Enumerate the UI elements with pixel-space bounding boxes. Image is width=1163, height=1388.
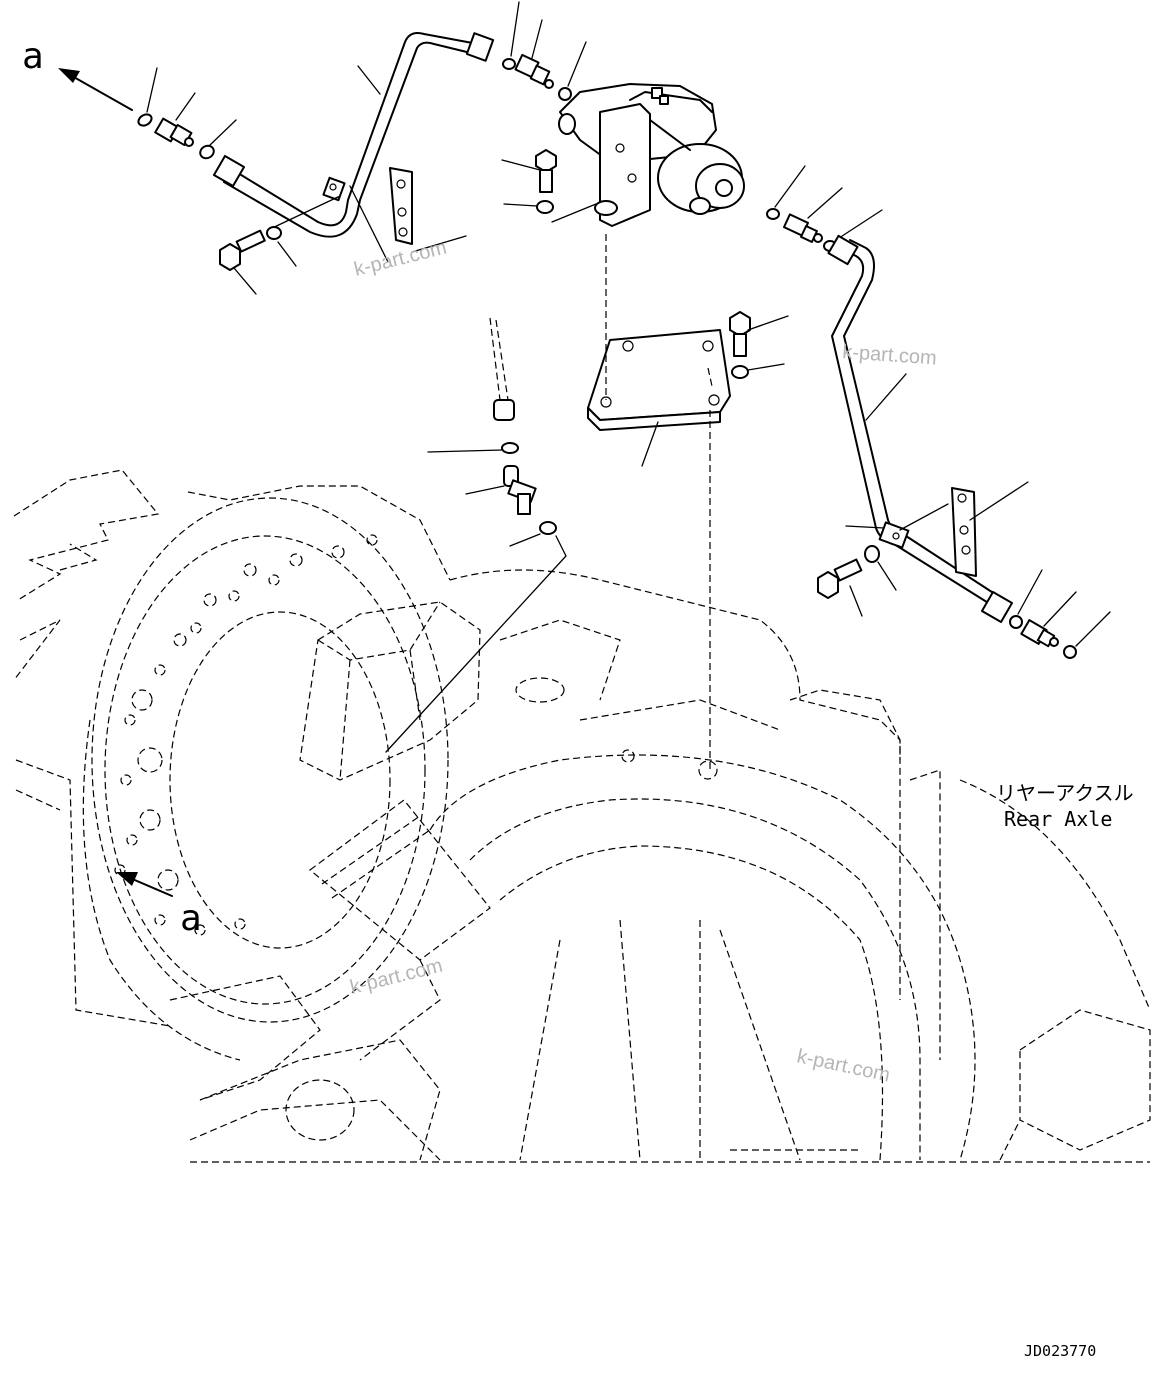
watermark-3: k-part.com xyxy=(348,955,445,999)
drawing-number: JD023770 xyxy=(1024,1342,1096,1360)
ref-letter-bottom: a xyxy=(180,898,202,939)
o-ring-left-2 xyxy=(199,144,215,160)
bolt-valve xyxy=(501,149,597,223)
assembly-label-jp: リヤーアクスル xyxy=(996,781,1134,805)
rear-axle-housing xyxy=(13,469,1151,1163)
right-end-fittings xyxy=(1009,569,1111,659)
reference-arrow-bottom: a xyxy=(116,872,202,939)
bolt-right xyxy=(817,545,897,617)
grease-line xyxy=(385,317,567,753)
o-ring-grease-2 xyxy=(539,521,557,535)
o-ring-right-1 xyxy=(766,208,780,220)
clamp-left xyxy=(267,167,467,263)
disc-holes xyxy=(114,534,378,936)
washer-valve xyxy=(536,200,554,214)
o-ring-left-1 xyxy=(137,113,153,127)
reference-arrow-top: a xyxy=(22,36,133,111)
tube-nut-right-top xyxy=(827,234,859,266)
right-fittings xyxy=(766,165,883,252)
o-ring-top-1 xyxy=(502,58,516,70)
top-fittings xyxy=(502,1,587,101)
washer-right xyxy=(864,545,880,563)
left-brake-tube xyxy=(212,32,495,238)
elbow-fitting-left xyxy=(154,117,194,147)
bolt-plate xyxy=(729,311,789,379)
o-ring-grease-1 xyxy=(501,442,519,454)
clamp-right xyxy=(845,481,1029,577)
brake-valve xyxy=(558,83,745,227)
ref-letter-top: a xyxy=(22,36,44,77)
grease-elbow xyxy=(503,465,537,515)
assembly-label-en: Rear Axle xyxy=(1004,807,1112,831)
tube-nut-left xyxy=(212,154,246,188)
o-ring-right-3 xyxy=(1009,615,1023,629)
bolt-left xyxy=(219,226,297,295)
tube-nut-right-bottom xyxy=(980,590,1014,624)
watermark-2: k-part.com xyxy=(842,341,938,370)
tube-nut-top xyxy=(465,32,495,62)
washer-plate xyxy=(731,365,749,379)
watermark-4: k-part.com xyxy=(795,1045,892,1086)
o-ring-top-2 xyxy=(558,87,572,101)
left-fittings xyxy=(137,67,237,160)
watermark-1: k-part.com xyxy=(352,237,449,281)
washer-left xyxy=(266,226,282,240)
o-ring-right-4 xyxy=(1063,645,1077,659)
mounting-plate xyxy=(587,234,731,770)
